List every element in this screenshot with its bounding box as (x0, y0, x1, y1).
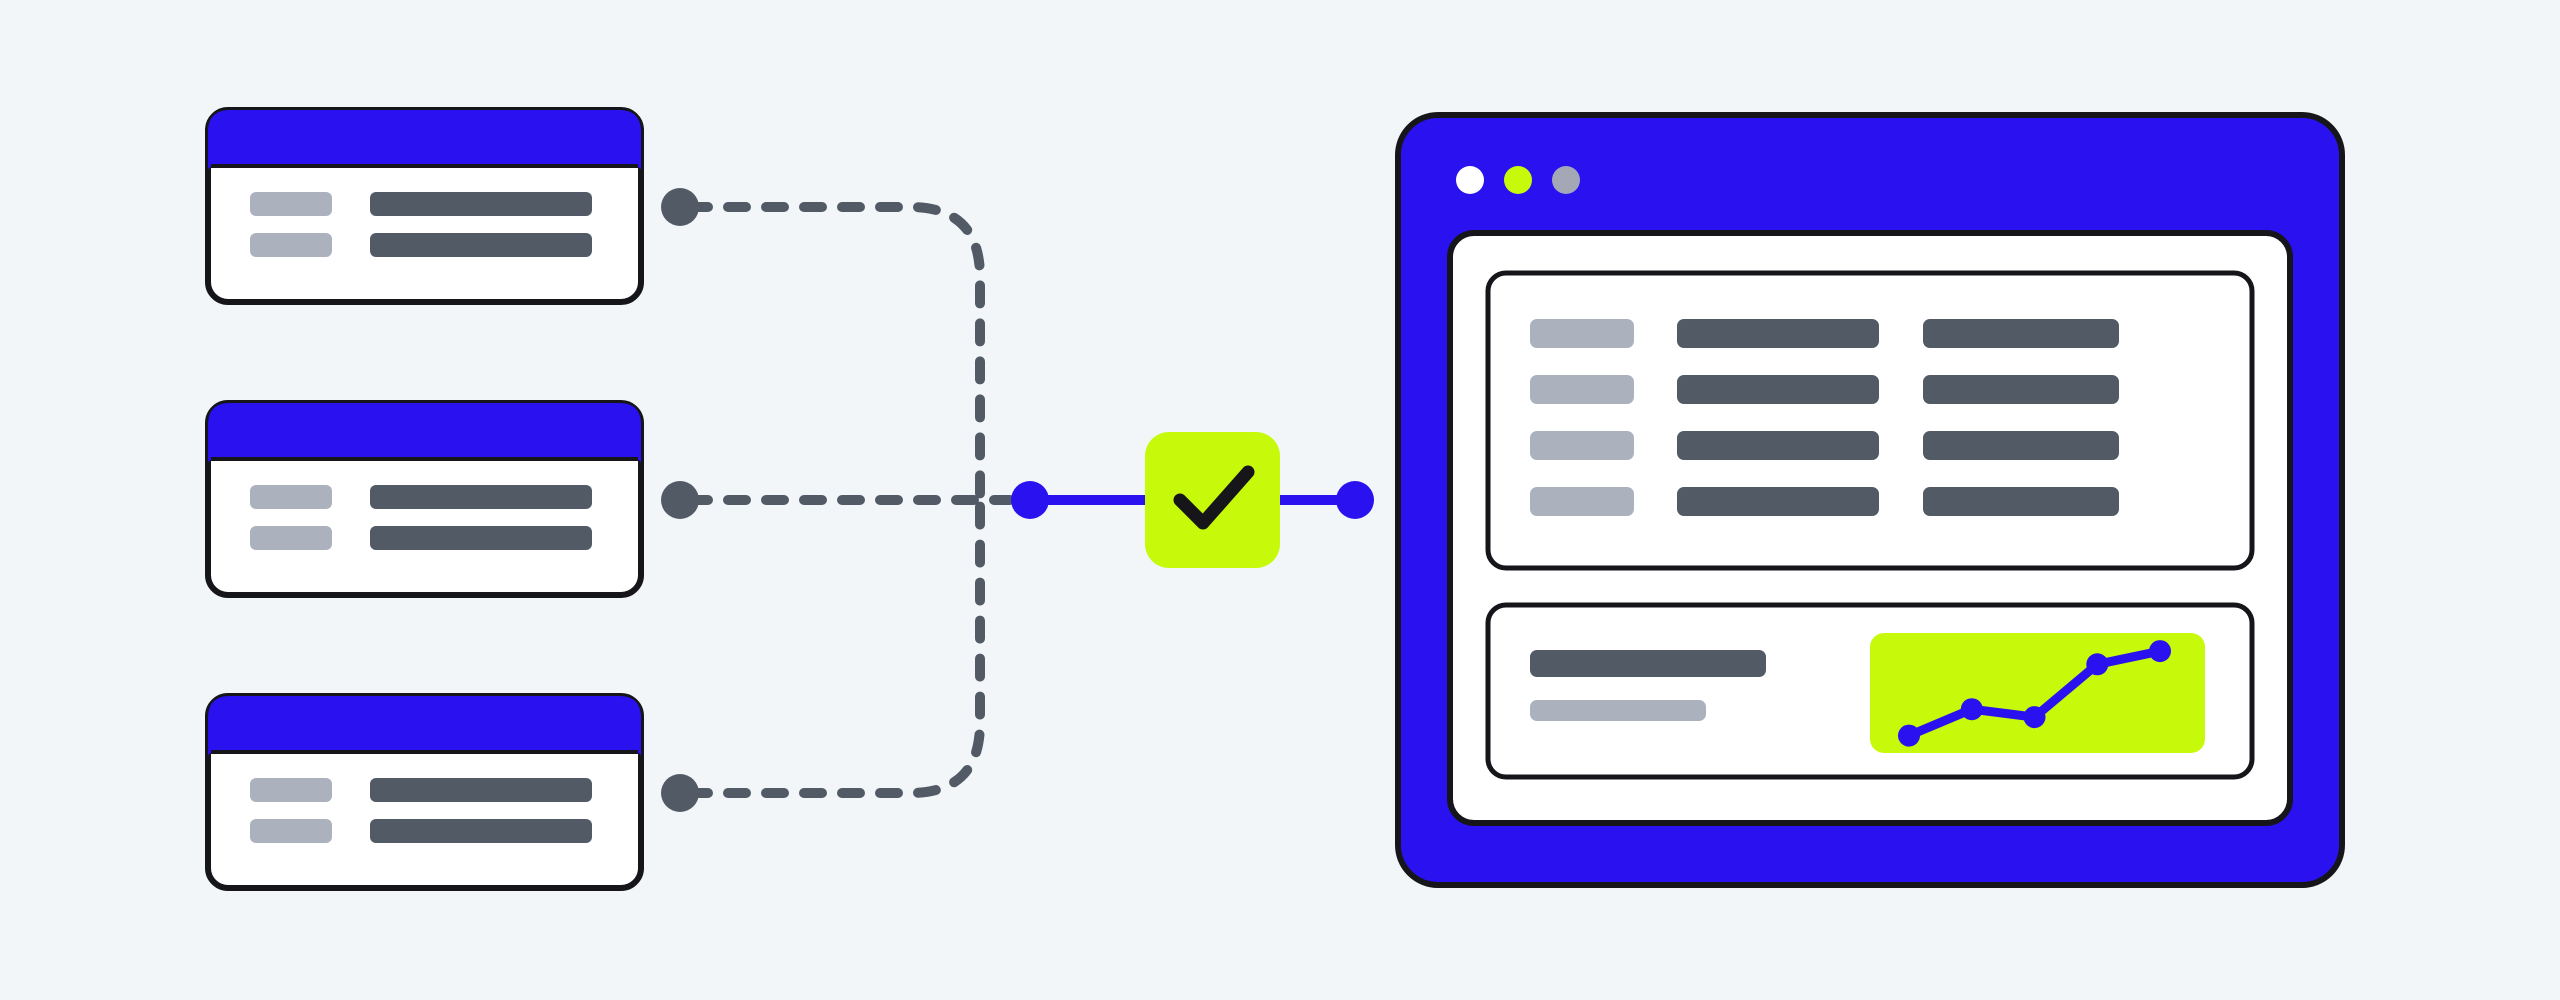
source-field-value (370, 192, 592, 216)
data-table (1530, 319, 2119, 516)
chart-title-bar (1530, 650, 1766, 677)
table-cell (1923, 319, 2119, 348)
table-cell (1923, 487, 2119, 516)
source-connector-dots (661, 188, 699, 812)
source-card-header (208, 696, 641, 756)
chart-point (1898, 724, 1920, 747)
table-row (1530, 375, 2119, 404)
source-field-label (250, 233, 332, 257)
dashed-connectors (685, 202, 1015, 798)
window-dot-white (1456, 166, 1484, 194)
data-table-panel (1485, 270, 2255, 571)
table-cell (1677, 375, 1879, 404)
source-field-label (250, 485, 332, 509)
chart-point (2086, 653, 2109, 676)
connector-source-3 (685, 498, 985, 798)
window-dot-lime (1504, 166, 1532, 194)
connector-endpoint-dot (661, 481, 699, 519)
source-field-label (250, 778, 332, 802)
source-card-header (208, 403, 641, 463)
table-cell (1677, 319, 1879, 348)
table-row (1530, 431, 2119, 460)
table-cell (1530, 319, 1634, 348)
source-field-value (370, 778, 592, 802)
merged-line (1011, 481, 1374, 519)
source-field-label (250, 526, 332, 550)
chart-point (2023, 706, 2046, 729)
table-cell (1923, 375, 2119, 404)
table-cell (1923, 431, 2119, 460)
source-field-value (370, 819, 592, 843)
chart-point (2149, 640, 2171, 663)
table-cell (1677, 431, 1879, 460)
source-field-value (370, 485, 592, 509)
source-field-label (250, 819, 332, 843)
source-field-value (370, 526, 592, 550)
merge-point-dot (1011, 481, 1049, 519)
source-card-header (208, 110, 641, 170)
source-card (205, 693, 644, 891)
chart-point (1960, 698, 1983, 721)
table-row (1530, 487, 2119, 516)
window-dot-gray (1552, 166, 1580, 194)
output-point-dot (1336, 481, 1374, 519)
chart-subtitle-bar (1530, 700, 1706, 721)
connector-endpoint-dot (661, 774, 699, 812)
checkpoint-box (1145, 432, 1280, 568)
connector-source-1 (685, 202, 985, 502)
table-cell (1530, 431, 1634, 460)
line-chart (1898, 640, 2171, 747)
checkmark-icon (1173, 465, 1255, 530)
source-card (205, 107, 644, 305)
table-row (1530, 319, 2119, 348)
table-cell (1530, 487, 1634, 516)
source-field-value (370, 233, 592, 257)
table-cell (1677, 487, 1879, 516)
source-card (205, 400, 644, 598)
window-controls (1456, 166, 1580, 194)
target-window (1395, 112, 2345, 888)
table-cell (1530, 375, 1634, 404)
source-field-label (250, 192, 332, 216)
connector-endpoint-dot (661, 188, 699, 226)
source-cards (205, 107, 644, 891)
validation-checkpoint (1145, 432, 1280, 568)
